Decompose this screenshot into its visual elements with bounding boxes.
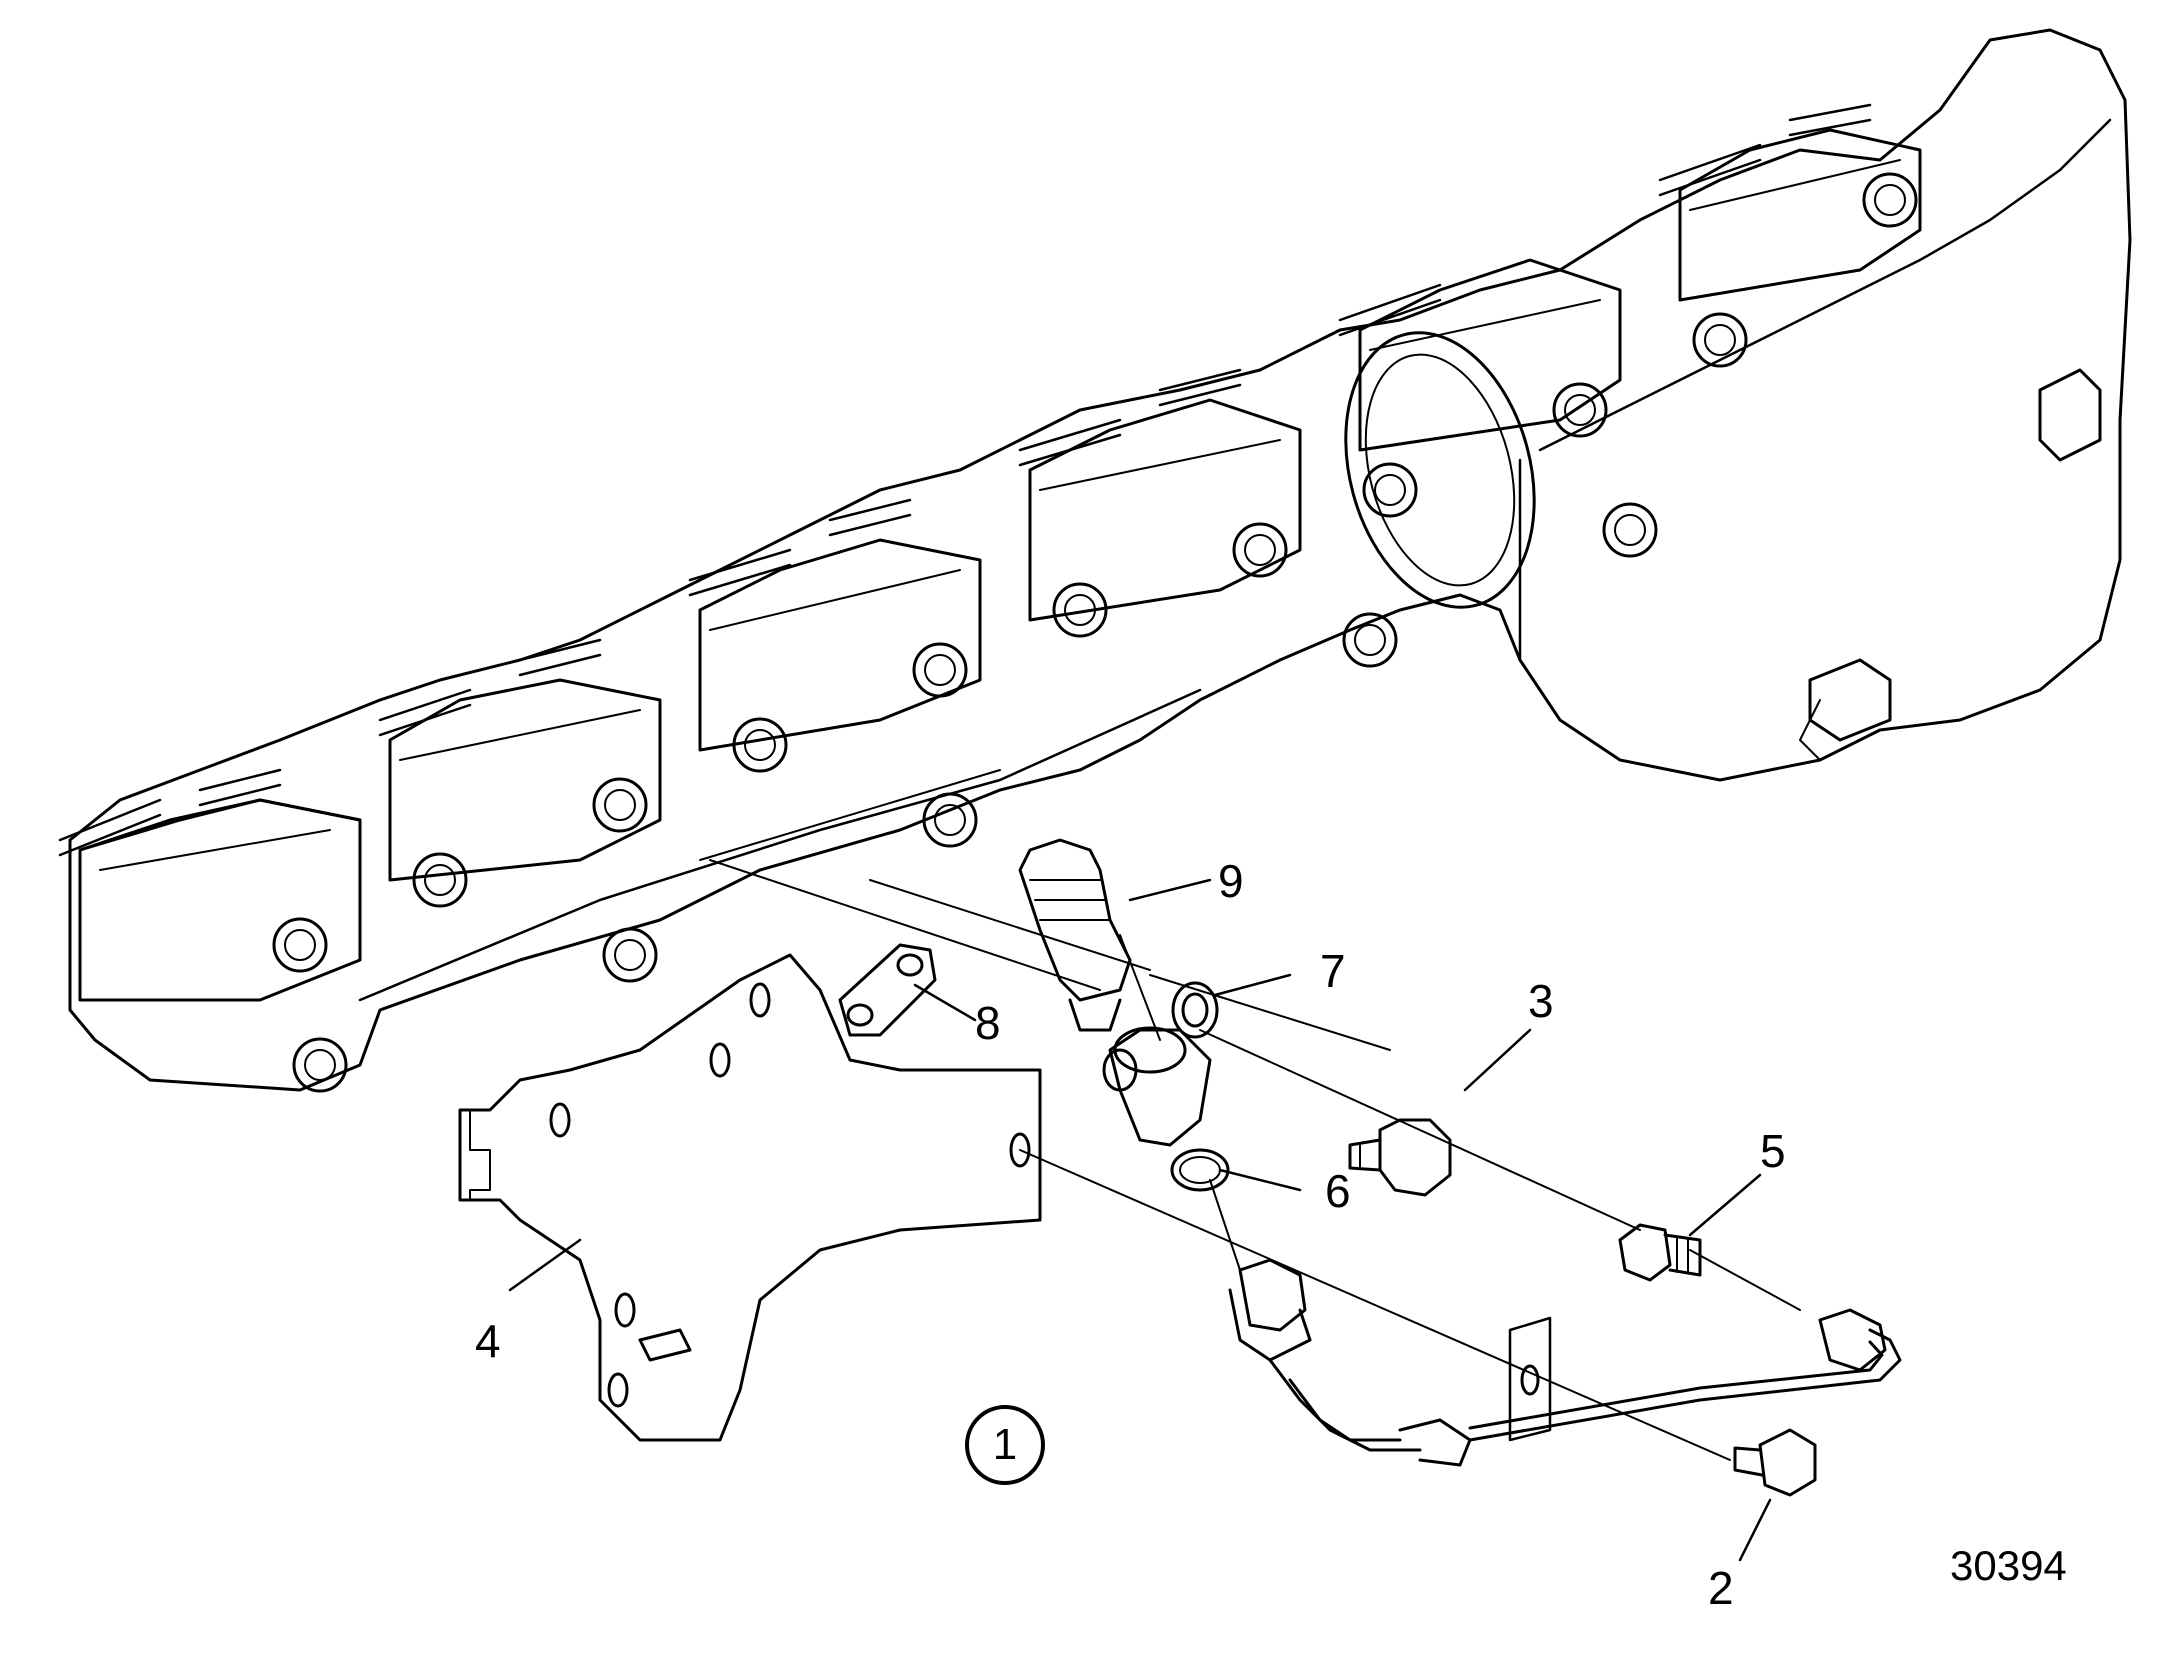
washer-part-7 xyxy=(1171,981,1219,1039)
exhaust-manifold xyxy=(68,28,2132,1092)
callout-leaders xyxy=(508,878,1772,1562)
callout-2: 2 xyxy=(1708,1562,1734,1614)
callout-3: 3 xyxy=(1528,975,1554,1027)
callout-7: 7 xyxy=(1320,945,1346,997)
callout-6: 6 xyxy=(1325,1165,1351,1217)
gasket-part-8 xyxy=(838,943,937,1037)
manifold-nuts xyxy=(272,172,1918,1093)
sensor-pipe-assembly xyxy=(1228,1258,1902,1467)
callout-5: 5 xyxy=(1760,1125,1786,1177)
manifold-clips xyxy=(1799,368,2102,761)
adapter-fitting xyxy=(1102,1026,1212,1147)
manifold-port-blocks xyxy=(78,128,1922,1002)
bracket-part-4 xyxy=(458,953,1042,1442)
temperature-sensor-part-9 xyxy=(1018,838,1132,1032)
bolt-part-3 xyxy=(1348,1118,1452,1197)
callout-8: 8 xyxy=(975,997,1001,1049)
manifold-studs xyxy=(58,103,1872,857)
callout-1-circled: 1 xyxy=(965,1405,1045,1485)
union-fitting-part-5 xyxy=(1618,1223,1702,1282)
callout-9: 9 xyxy=(1218,855,1244,907)
callout-4: 4 xyxy=(475,1315,501,1367)
reference-number: 30394 xyxy=(1950,1542,2067,1589)
bolt-part-2 xyxy=(1733,1428,1817,1497)
assembly-axis-lines xyxy=(709,859,1801,1461)
